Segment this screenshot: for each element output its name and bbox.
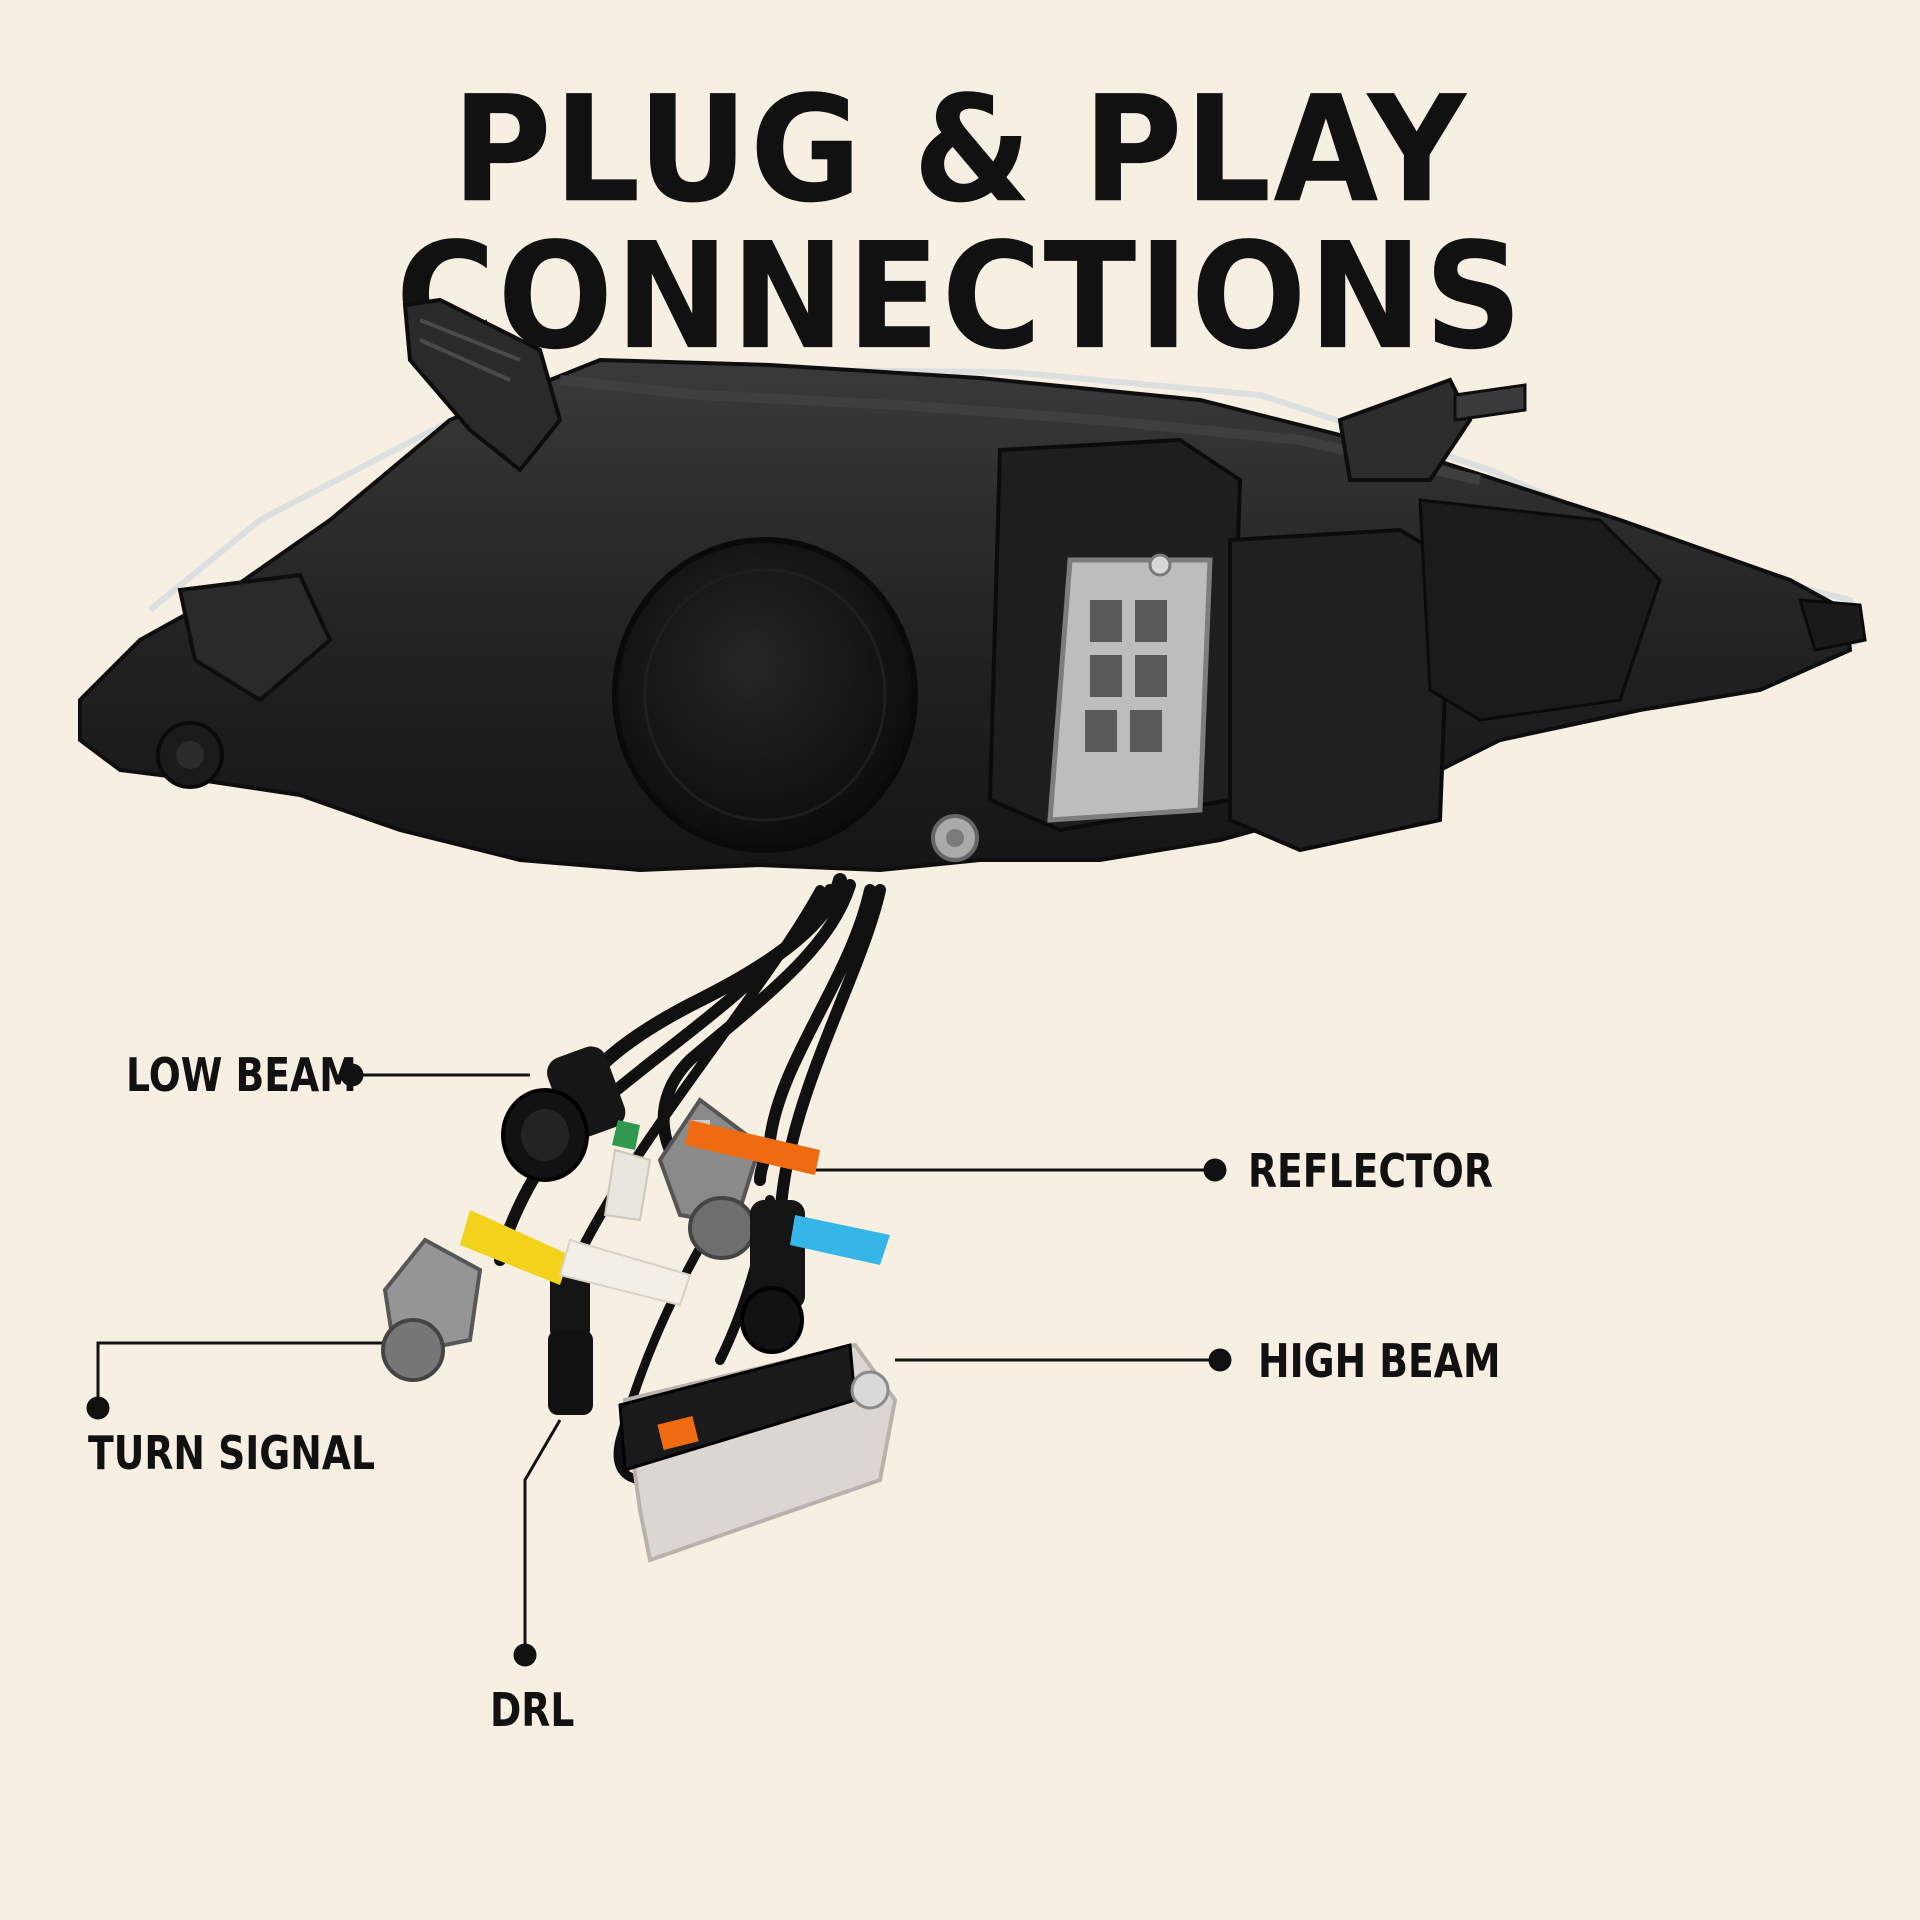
bulb-cap — [612, 537, 918, 853]
turn-signal-label: TURN SIGNAL — [88, 1426, 376, 1480]
control-module — [618, 1342, 898, 1563]
high-beam-connector — [740, 1200, 805, 1354]
vent-grille — [1047, 553, 1213, 823]
reflector-label: REFLECTOR — [1248, 1144, 1493, 1198]
adjuster-knob — [156, 721, 224, 789]
drl-label: DRL — [490, 1683, 575, 1737]
headlight-housing — [78, 357, 1864, 873]
high-beam-label: HIGH BEAM — [1258, 1334, 1501, 1388]
turn-signal-connector — [381, 1237, 483, 1382]
hex-bolt — [931, 814, 979, 862]
callout-lines — [86, 1063, 1232, 1667]
wire-tags — [460, 1120, 890, 1307]
reflector-connector — [657, 1097, 763, 1260]
low-beam-connector — [501, 1046, 626, 1182]
page-title: PLUG & PLAY CONNECTIONS — [395, 65, 1525, 383]
mounting-tabs — [177, 297, 1867, 703]
drl-connector — [548, 1270, 593, 1415]
low-beam-label: LOW BEAM — [126, 1048, 357, 1102]
